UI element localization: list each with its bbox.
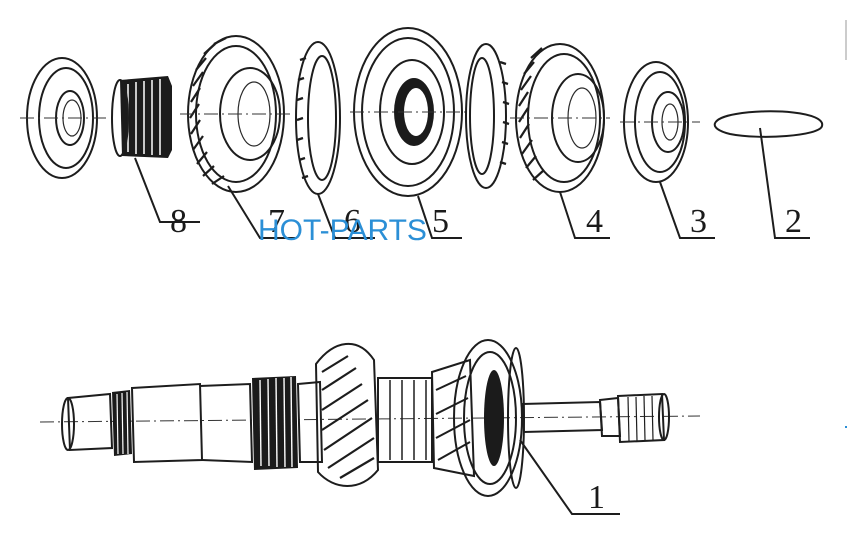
part-2-snap-ring <box>714 110 824 138</box>
callout-2: 2 <box>785 203 802 240</box>
callout-5: 5 <box>432 203 449 240</box>
leader-lines-top <box>134 127 810 239</box>
callout-3: 3 <box>690 203 707 240</box>
callout-1: 1 <box>588 479 605 516</box>
part-7-gear <box>180 35 290 193</box>
leader-line-1 <box>519 439 620 515</box>
callout-6: 6 <box>344 203 361 240</box>
callout-4: 4 <box>586 203 603 240</box>
callout-7: 7 <box>268 203 285 240</box>
edge-dot <box>845 426 847 428</box>
part-4-gear <box>510 43 610 193</box>
part-6-sync-ring <box>295 41 341 195</box>
part-8-spline-sleeve <box>111 76 172 158</box>
part-3-bearing <box>620 61 700 183</box>
part-1-main-shaft-assembly <box>39 339 701 497</box>
part-5-sync-hub <box>350 27 470 197</box>
part-8-bearing <box>20 57 110 179</box>
sync-ring-right <box>465 43 510 189</box>
watermark-text: HOT-PARTS <box>258 214 427 247</box>
callout-8: 8 <box>170 203 187 240</box>
